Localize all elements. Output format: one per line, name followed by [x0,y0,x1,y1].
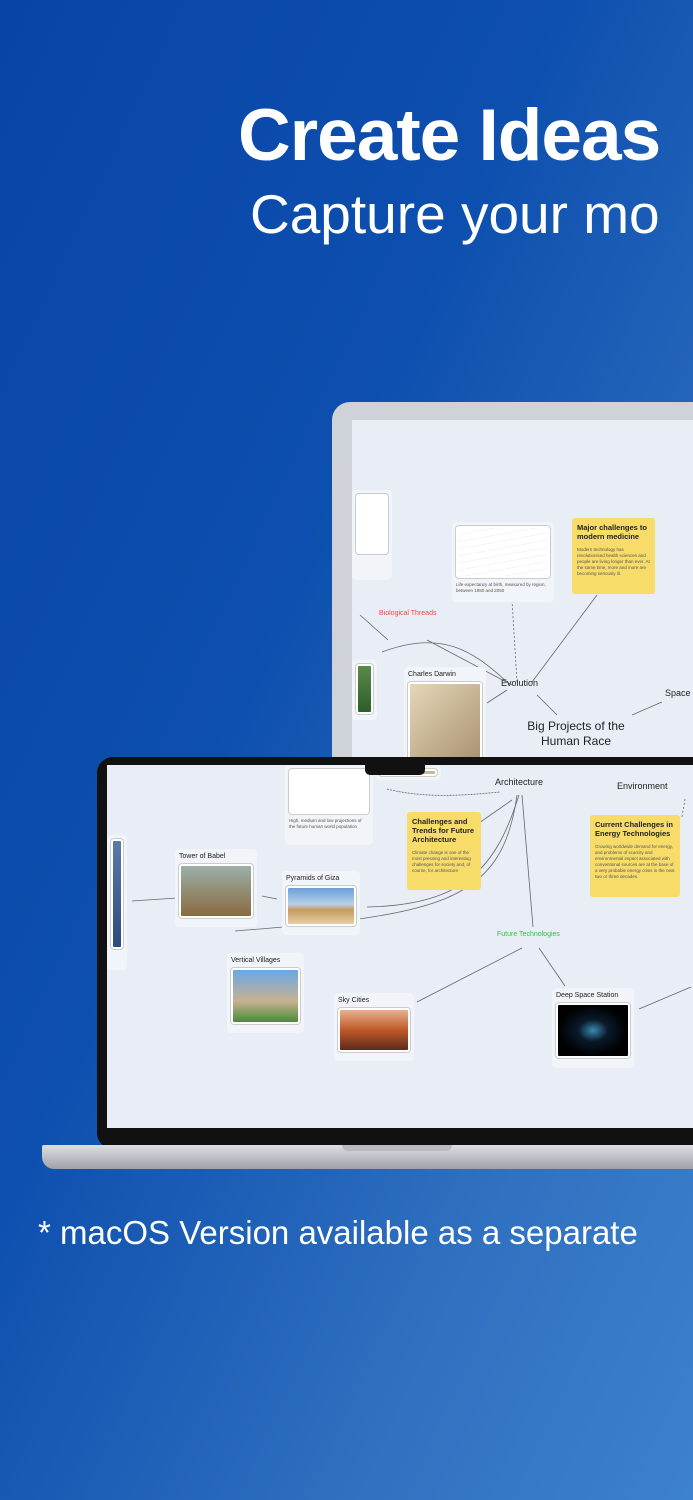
topic-environment[interactable]: Environment [617,781,668,791]
macbook-base [42,1145,693,1169]
population-card[interactable]: High, medium and low projections of the … [285,765,373,845]
footnote: * macOS Version available as a separate [38,1214,638,1251]
ipad-connectors [359,594,663,716]
card-sky-cities[interactable]: Sky Cities [334,993,414,1061]
darwin-image [408,682,482,767]
note-body: Growing worldwide demand for energy, and… [595,844,675,879]
giza-image [286,886,356,926]
plant-card[interactable] [352,660,377,720]
chemistry-card[interactable] [352,490,392,580]
topic-architecture[interactable]: Architecture [495,777,544,787]
note-title: Current Challenges in Energy Technologie… [595,820,673,838]
card-pyramids-of-giza[interactable]: Pyramids of Giza [282,871,360,935]
note-body: Modern technology has revolutionised hea… [577,547,650,576]
city-card[interactable] [107,835,127,970]
camera-notch [365,763,425,775]
note-architecture[interactable]: Challenges and Trends for Future Archite… [407,812,481,890]
babel-image [179,864,253,918]
subheadline: Capture your mo [250,183,660,245]
note-body: Climate change is one of the most pressi… [412,850,471,873]
topic-future-technologies[interactable]: Future Technologies [497,931,560,938]
card-label: Charles Darwin [408,671,456,678]
card-label: Sky Cities [338,997,370,1004]
note-title: Challenges and Trends for Future Archite… [412,817,475,844]
note-energy[interactable]: Current Challenges in Energy Technologie… [590,815,680,897]
topic-biological-threads[interactable]: Biological Threads [379,610,437,617]
note-title: Major challenges to modern medicine [577,523,648,541]
card-tower-of-babel[interactable]: Tower of Babel [175,849,257,927]
ipad-screen: Life expectancy at birth, measured by re… [352,420,693,780]
chart-caption: Life expectancy at birth, measured by re… [456,582,546,593]
villages-image [231,968,300,1024]
life-expectancy-card[interactable]: Life expectancy at birth, measured by re… [452,522,554,602]
station-image [556,1003,630,1058]
population-caption: High, medium and low projections of the … [289,818,362,829]
topic-evolution[interactable]: Evolution [501,678,539,688]
card-deep-space-station[interactable]: Deep Space Station [552,988,634,1068]
sky-cities-image [338,1008,410,1052]
card-label: Pyramids of Giza [286,875,340,882]
card-label: Tower of Babel [179,853,226,860]
base-groove [342,1145,452,1151]
topic-space[interactable]: Space [665,688,691,698]
card-label: Deep Space Station [556,992,619,999]
card-label: Vertical Villages [231,957,281,964]
headline: Create Ideas [238,95,661,176]
card-vertical-villages[interactable]: Vertical Villages [227,953,304,1033]
macbook-screen: High, medium and low projections of the … [107,765,693,1128]
central-topic[interactable]: Big Projects of the Human Race [527,719,625,748]
